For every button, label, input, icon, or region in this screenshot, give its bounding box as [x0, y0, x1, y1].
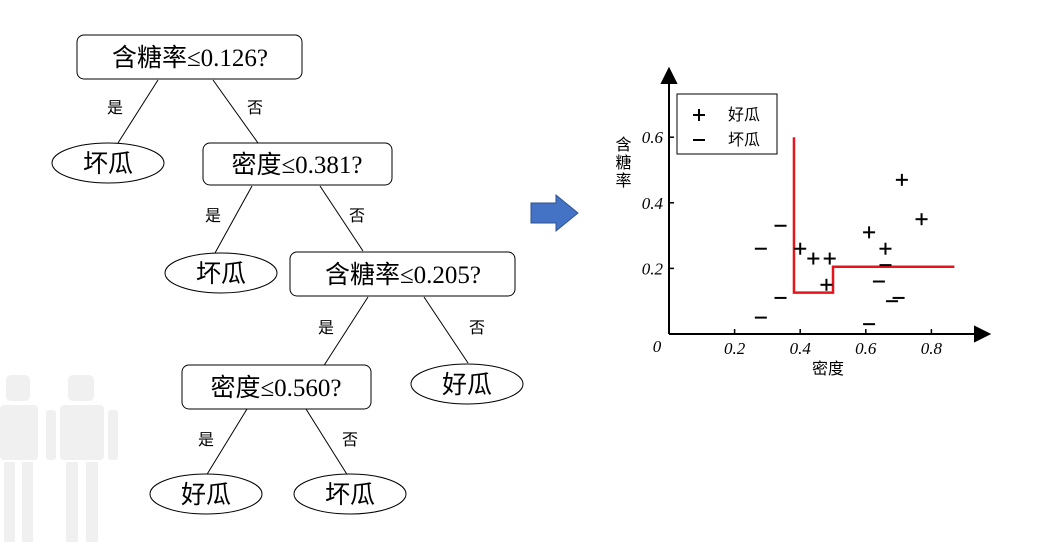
edge-density2-no [305, 408, 349, 477]
robot-watermark [0, 375, 118, 542]
node-sugar-2-label: 含糖率≤0.205? [325, 261, 481, 289]
leaf-good-2 [149, 473, 263, 515]
x-axis-label: 密度 [812, 360, 844, 378]
node-density-1 [202, 142, 393, 186]
x-tick-label: 0.8 [921, 339, 943, 358]
edge-root-no [212, 79, 259, 144]
legend-good-label: 好瓜 [728, 106, 760, 124]
leaf-good-1 [410, 363, 524, 405]
decision-tree [51, 34, 524, 515]
x-axis-arrowhead [974, 325, 992, 343]
leaf-bad-2-label: 坏瓜 [196, 260, 246, 288]
legend: 好瓜 坏瓜 [676, 93, 778, 155]
edge-sugar2-no [423, 296, 469, 364]
y-tick-label: 0.2 [642, 259, 664, 278]
edge-density1-yes [214, 185, 253, 254]
origin-label: 0 [653, 337, 662, 356]
point-good [879, 242, 892, 255]
y-tick-label: 0.4 [642, 194, 664, 213]
x-tick-label: 0.4 [790, 339, 812, 358]
leaf-bad-3 [293, 473, 407, 515]
edge-density2-yes [205, 408, 248, 477]
edge-label-sugar2-yes: 是 [318, 320, 334, 337]
x-tick-label: 0.6 [855, 339, 877, 358]
edge-sugar2-yes [322, 296, 369, 368]
point-good [823, 252, 836, 265]
node-sugar-2 [289, 251, 516, 297]
transform-arrow [530, 193, 579, 233]
node-density-1-label: 密度≤0.381? [231, 151, 362, 179]
legend-good-marker [693, 109, 705, 121]
node-root-label: 含糖率≤0.126? [112, 44, 268, 72]
leaf-bad-1-label: 坏瓜 [83, 150, 133, 178]
point-good [895, 173, 908, 186]
y-axis-label: 含糖率 [613, 136, 632, 190]
y-axis-arrowhead [660, 66, 678, 84]
scatter-chart: 0 密度 含糖率 0.2 0.4 0.6 0.8 0.2 0.4 0.6 好瓜 坏瓜 [613, 66, 992, 378]
node-root [76, 34, 303, 80]
edge-label-density2-no: 否 [342, 432, 358, 449]
x-ticks: 0.2 0.4 0.6 0.8 [724, 329, 943, 358]
point-good [863, 226, 876, 239]
x-tick-label: 0.2 [724, 339, 746, 358]
decision-boundary [792, 137, 955, 294]
leaf-bad-1 [51, 142, 165, 184]
node-density-2 [181, 364, 372, 410]
leaf-bad-3-label: 坏瓜 [325, 481, 375, 509]
y-tick-label: 0.6 [642, 128, 664, 147]
point-good [820, 278, 833, 291]
edge-label-root-no: 否 [247, 100, 263, 117]
legend-bad-label: 坏瓜 [728, 131, 760, 149]
edge-root-yes [117, 79, 159, 144]
edge-density1-no [319, 185, 364, 252]
edge-label-density1-no: 否 [349, 208, 365, 225]
data-points [754, 173, 928, 326]
legend-box [676, 93, 778, 155]
point-good [794, 242, 807, 255]
leaf-good-2-label: 好瓜 [181, 481, 231, 509]
edge-label-density2-yes: 是 [198, 432, 214, 449]
point-good [807, 252, 820, 265]
node-density-2-label: 密度≤0.560? [210, 374, 341, 402]
leaf-bad-2 [164, 252, 278, 294]
point-good [915, 213, 928, 226]
edge-label-root-yes: 是 [107, 100, 123, 117]
edge-label-density1-yes: 是 [205, 208, 221, 225]
edge-label-sugar2-no: 否 [469, 320, 485, 337]
leaf-good-1-label: 好瓜 [442, 371, 492, 399]
y-ticks: 0.2 0.4 0.6 [642, 128, 674, 278]
